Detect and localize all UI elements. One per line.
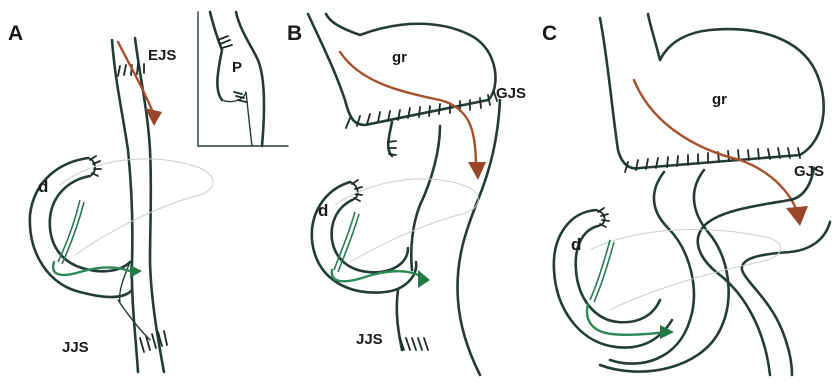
panel-a-duodenum-label: d xyxy=(38,177,48,196)
panel-b-duodenum-inner xyxy=(332,200,408,272)
panel-c: C gr GJS d xyxy=(542,14,830,375)
panel-b-food-flow-arrowhead xyxy=(468,162,486,180)
panel-b-limb-right-wall xyxy=(458,100,500,375)
panel-b-duodenum-outer xyxy=(312,182,416,293)
panel-b-gastric-remnant xyxy=(308,14,495,125)
panel-c-gjs-label: GJS xyxy=(794,163,824,180)
panel-b-limb-left-wall xyxy=(411,126,440,270)
panel-b-bypassed-segment xyxy=(388,122,392,156)
panel-c-bp-limb-inner xyxy=(600,170,729,372)
panel-a-inset-pouch xyxy=(222,92,252,146)
panel-c-limb-inner xyxy=(742,222,830,375)
panel-a-bile-flow-arrow xyxy=(53,262,132,275)
panel-a-food-flow-arrow xyxy=(118,42,152,110)
panel-c-duodenum-label: d xyxy=(571,235,581,254)
panel-c-limb-outer xyxy=(698,168,814,375)
panel-a: A EJS d JJS xyxy=(8,12,288,372)
panel-b-bile-flow-arrowhead xyxy=(418,270,430,288)
panel-b-jjs-label: JJS xyxy=(356,331,383,348)
panel-b: B gr GJS d JJS xyxy=(287,14,526,375)
panel-b-duodenum-label: d xyxy=(318,201,328,220)
panel-c-letter: C xyxy=(542,22,557,45)
panel-c-duodenal-stump xyxy=(596,208,609,227)
panel-a-letter: A xyxy=(8,22,23,45)
panel-c-duodenum-outer xyxy=(554,210,672,348)
panel-a-duodenum-inner xyxy=(50,176,130,271)
panel-a-ejs-label: EJS xyxy=(148,47,176,64)
panel-b-duodenal-stump xyxy=(350,180,362,201)
panel-a-inset-label: P xyxy=(232,59,242,76)
panel-c-gr-label: gr xyxy=(712,91,727,108)
panel-a-duodenal-stump xyxy=(88,156,101,176)
panel-a-jjs-label: JJS xyxy=(62,339,89,356)
panel-a-limb-right-wall xyxy=(135,38,164,372)
panel-a-inset: P xyxy=(198,12,288,146)
panel-b-gjs-sutures xyxy=(346,92,497,128)
panel-c-pancreas-outline xyxy=(590,229,781,310)
panel-b-gr-label: gr xyxy=(392,49,407,66)
panel-b-food-flow-arrow xyxy=(340,52,476,168)
panel-a-bile-flow-arrowhead xyxy=(130,265,142,278)
panel-b-jjs-sutures xyxy=(400,338,428,350)
panel-b-letter: B xyxy=(287,22,302,45)
panel-a-inset-tube-left xyxy=(210,12,222,100)
panel-a-bile-duct xyxy=(58,200,84,264)
panel-c-bile-duct xyxy=(590,240,614,302)
panel-c-food-flow-arrowhead xyxy=(786,206,808,226)
